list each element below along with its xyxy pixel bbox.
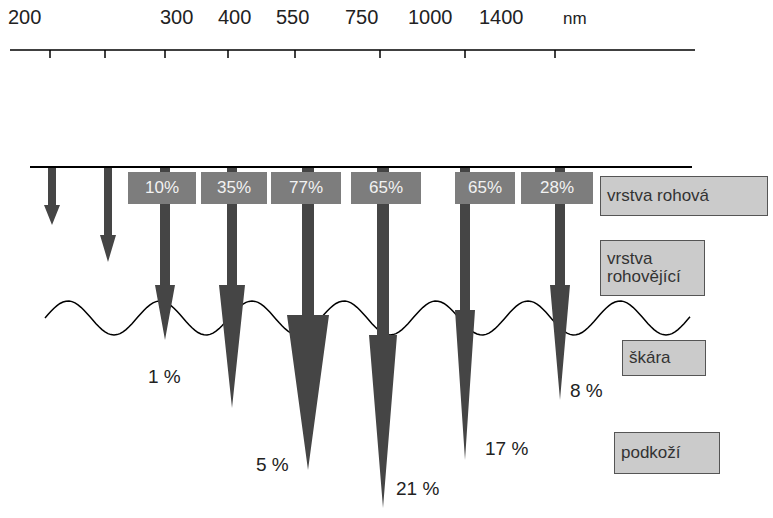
axis-tick [164,50,166,58]
layer-label-box: škára [622,340,706,376]
percentage-text: 28% [540,178,574,198]
layer-label-box: podkoží [614,432,720,474]
percentage-box: 65% [455,172,515,204]
layer-name: vrstva rohovějící [607,250,698,286]
percentage-box: 28% [521,172,593,204]
layer-boundary [45,301,690,335]
radiation-arrow [369,168,397,508]
layer-label-box: vrstva rohová [600,176,768,216]
percentage-text: 10% [145,178,179,198]
axis-line [10,49,695,51]
percentage-text: 77% [289,178,323,198]
penetration-percent: 17 % [485,438,528,460]
layer-name: škára [629,349,671,367]
radiation-arrow [287,168,329,470]
percentage-box: 10% [128,172,196,204]
penetration-percent: 8 % [570,380,603,402]
percentage-text: 65% [468,178,502,198]
radiation-arrow [100,168,116,262]
wavelength-label: 550 [276,6,309,29]
wavelength-label: 300 [160,6,193,29]
percentage-text: 35% [217,178,251,198]
axis-tick [554,50,556,58]
percentage-box: 35% [201,172,267,204]
wavelength-label: 750 [345,6,378,29]
skin-surface [30,166,692,168]
axis-tick [49,50,51,58]
axis-tick [104,50,106,58]
axis-tick [227,50,229,58]
penetration-percent: 5 % [256,454,289,476]
axis-tick [379,50,381,58]
layer-name: podkoží [621,444,681,462]
penetration-arrows [44,168,570,508]
wavelength-label: 400 [218,6,251,29]
wavelength-label: 200 [8,6,41,29]
radiation-arrow [44,168,60,225]
percentage-box: 65% [351,172,421,204]
wavelength-label: 1000 [408,6,453,29]
penetration-percent: 1 % [148,366,181,388]
axis-ticks [50,50,555,58]
percentage-box: 77% [271,172,341,204]
percentage-text: 65% [369,178,403,198]
radiation-arrow [455,168,475,460]
wavelength-label: nm [563,9,587,29]
axis-tick [464,50,466,58]
layer-name: vrstva rohová [607,187,709,205]
wavelength-label: 1400 [479,6,524,29]
layer-label-box: vrstva rohovějící [600,240,705,296]
penetration-percent: 21 % [396,478,439,500]
radiation-arrow [219,168,245,408]
axis-tick [294,50,296,58]
